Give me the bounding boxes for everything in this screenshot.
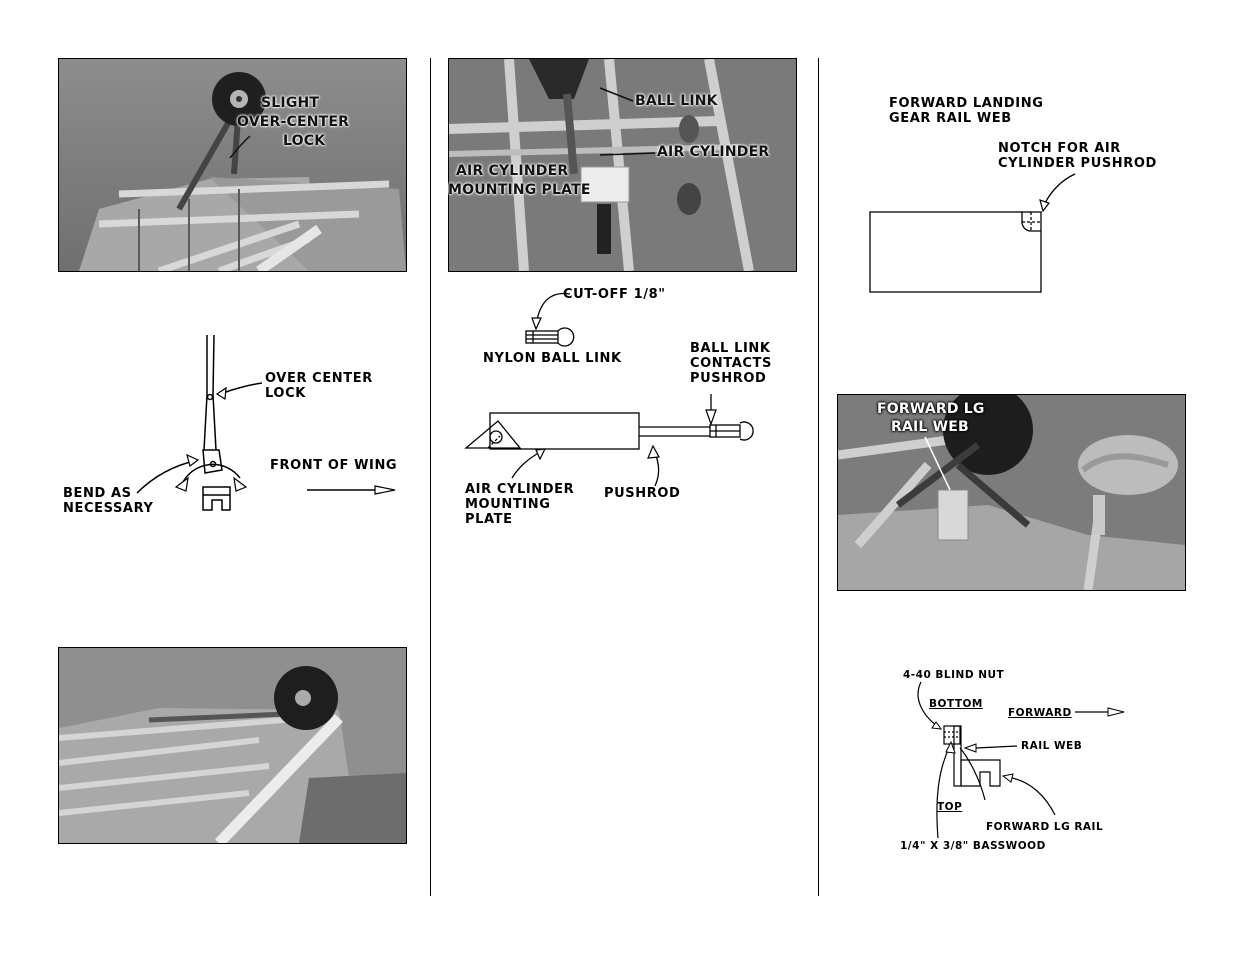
photo2-ball-link-label: BALL LINK (635, 93, 718, 109)
photo4-label-2: RAIL WEB (891, 419, 969, 435)
contacts-label-1: BALL LINK (690, 341, 771, 356)
bend-label-2: NECESSARY (63, 501, 154, 516)
photo2-leaders (599, 87, 656, 156)
bottom-label: BOTTOM (929, 698, 983, 710)
notch-label-1: NOTCH FOR AIR (998, 141, 1121, 156)
photo2-air-cylinder-label: AIR CYLINDER (657, 144, 770, 160)
basswood-label: 1/4" X 3/8" BASSWOOD (900, 840, 1046, 852)
photo1-leader (229, 135, 251, 159)
front-of-wing-label: FRONT OF WING (270, 458, 398, 473)
contacts-label-2: CONTACTS (690, 356, 772, 371)
over-center-label-1: OVER CENTER (265, 371, 373, 386)
contacts-label-3: PUSHROD (690, 371, 767, 386)
photo-wing-retracted-gear (58, 647, 407, 844)
notch-label-2: CYLINDER PUSHROD (998, 156, 1157, 171)
gear-leg-diagram (136, 334, 396, 511)
photo4-label-1: FORWARD LG (877, 401, 985, 417)
photo-gear-over-center-lock (58, 58, 407, 272)
photo-forward-lg-rail-web (837, 394, 1186, 591)
rail-section-diagram (917, 681, 1125, 839)
photo1-label-line2: OVER-CENTER (237, 114, 350, 130)
air-cylinder-diagram (464, 292, 754, 487)
forward-lg-rail-label: FORWARD LG RAIL (986, 821, 1104, 833)
column-divider-right (818, 58, 819, 896)
photo2-plate-label-2: MOUNTING PLATE (448, 182, 591, 198)
web-title-1: FORWARD LANDING (889, 96, 1044, 111)
plate-label-2: MOUNTING (465, 497, 551, 512)
cutoff-label: CUT-OFF 1/8" (563, 287, 666, 302)
photo1-label-line3: LOCK (283, 133, 326, 149)
rail-web-diagram (869, 173, 1076, 293)
bend-label-1: BEND AS (63, 486, 132, 501)
plate-label-1: AIR CYLINDER (465, 482, 575, 497)
plate-label-3: PLATE (465, 512, 513, 527)
over-center-label-2: LOCK (265, 386, 306, 401)
column-divider-left (430, 58, 431, 896)
photo1-label-line1: SLIGHT (261, 95, 320, 111)
photo-air-cylinder (448, 58, 797, 272)
forward-label: FORWARD (1008, 707, 1072, 719)
photo2-plate-label-1: AIR CYLINDER (456, 163, 569, 179)
photo4-leader (924, 436, 951, 491)
rail-web-label: RAIL WEB (1021, 740, 1083, 752)
pushrod-label: PUSHROD (604, 486, 681, 501)
blind-nut-label: 4-40 BLIND NUT (903, 669, 1005, 681)
web-title-2: GEAR RAIL WEB (889, 111, 1012, 126)
top-label: TOP (937, 801, 963, 813)
nylon-ball-link-label: NYLON BALL LINK (483, 351, 622, 366)
